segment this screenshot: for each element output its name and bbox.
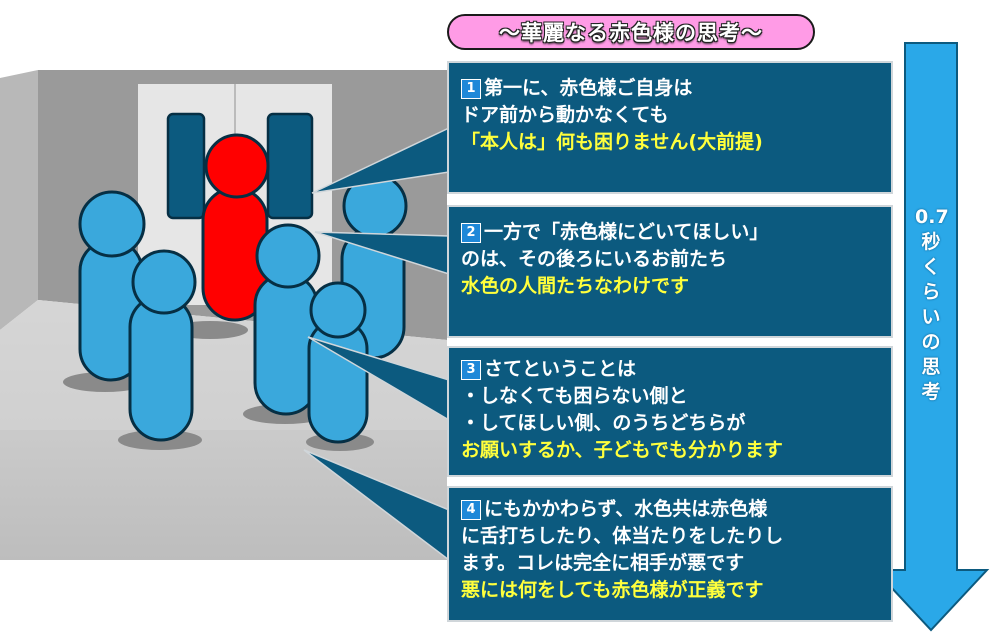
point-4-line-1: にもかかわらず、水色共は赤色様: [484, 498, 768, 520]
point-4-line-2: に舌打ちしたり、体当たりをしたりし: [461, 525, 784, 547]
point-3-line-3: ・してほしい側、のうちどちらが: [461, 412, 746, 434]
point-number-3: 3: [461, 360, 481, 380]
point-2-line-2: のは、その後ろにいるお前たち: [461, 248, 728, 270]
point-1-line-2: ドア前から動かなくても: [461, 104, 669, 126]
point-1-line-1: 第一に、赤色様ご自身は: [484, 77, 693, 99]
door-window-right: [266, 112, 314, 220]
time-arrow: [872, 42, 990, 632]
point-3-line-2: ・しなくても困らない側と: [461, 385, 688, 407]
point-1-highlight: 「本人は」何も困りません(大前提): [461, 131, 763, 153]
point-number-1: 1: [461, 79, 481, 99]
point-3-highlight: お願いするか、子どもでも分かります: [461, 439, 783, 461]
blue-person-center: [253, 223, 321, 416]
door-window-left: [166, 112, 206, 220]
red-person-blocking-door: [201, 133, 270, 322]
title-banner: ～華麗なる赤色様の思考～: [447, 14, 815, 50]
point-2-highlight: 水色の人間たちなわけです: [461, 275, 690, 297]
point-2-line-1: 一方で「赤色様にどいてほしい」: [484, 221, 769, 243]
point-number-2: 2: [461, 223, 481, 243]
point-4-highlight: 悪には何をしても赤色様が正義です: [461, 579, 764, 601]
blue-person-front-left: [128, 249, 197, 442]
point-number-4: 4: [461, 500, 481, 520]
point-3-line-1: さてということは: [484, 358, 637, 380]
train-wall-left: [0, 70, 38, 330]
point-4-line-3: ます。コレは完全に相手が悪です: [461, 552, 745, 574]
